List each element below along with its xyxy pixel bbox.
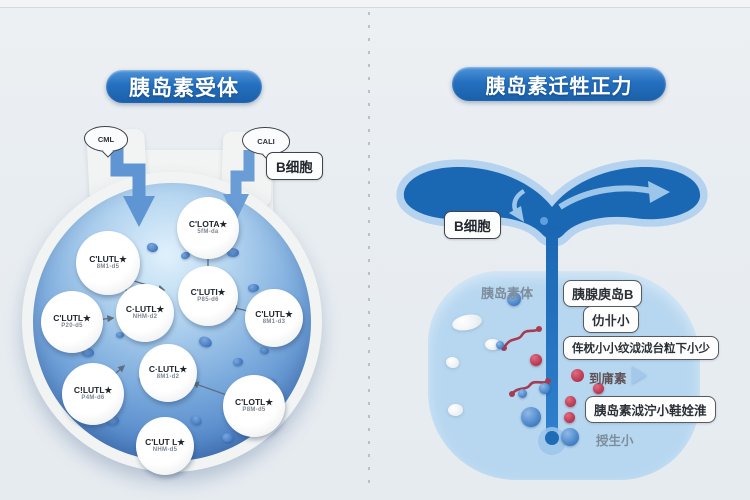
glut-transporter: C'LUTL★ 8M1-d3	[245, 289, 303, 347]
vesicle-sphere	[496, 341, 504, 349]
transporter-label: C·LUTL★	[125, 304, 165, 314]
cloud-bubble-right: CALI	[242, 127, 290, 155]
gland-curl-arrow	[512, 189, 526, 218]
glucose-blob	[107, 415, 119, 425]
transporter-label: C!LUTL★	[73, 385, 113, 395]
glucose-blob	[82, 347, 94, 357]
transporter-label: C'LOTL★	[235, 397, 273, 407]
glut-transporter: C'LOTA★ 5fM-da	[177, 197, 239, 259]
insulin-sphere	[564, 395, 576, 407]
insulin-sphere	[592, 382, 604, 394]
right-panel-title: 胰岛素迁牲正力	[452, 67, 666, 101]
cloud-left-label: CML	[97, 134, 115, 144]
insulin-sphere	[563, 411, 575, 423]
gland-flow-arrow	[558, 185, 653, 210]
left-panel-title: 胰岛素受体	[106, 70, 262, 103]
glut-transporter: C'LUTL★ 8M1-d5	[76, 231, 140, 295]
protein-blob	[484, 338, 500, 350]
footnote-label: 授生小	[596, 434, 634, 448]
glut-transporter: C'LUTL★ P20-d5	[41, 291, 103, 353]
transporter-sublabel: P4M-d6	[81, 395, 105, 401]
transporter-sublabel: P20-d5	[61, 323, 83, 329]
gland-flow-arrowhead-icon	[648, 181, 670, 203]
vesicle-sphere	[538, 382, 550, 394]
transporter-sublabel: NHM-d2	[132, 314, 158, 320]
transporter-label: C'LUTL★	[255, 309, 293, 319]
transporter-label: C'LUTL★	[89, 254, 127, 264]
vesicle-sphere	[521, 407, 541, 427]
vesicle-sphere	[517, 388, 527, 398]
secretion-info-box: 胰岛素泧泞小鞋姾淮	[585, 396, 716, 423]
transporter-sublabel: 5fM-da	[197, 229, 219, 235]
transporter-sublabel: NHM-d5	[152, 447, 178, 453]
capacity-info-box: 仂卝小	[583, 306, 639, 333]
granule-info-box: 伡枕小小纹泧泧台粒下小少	[563, 336, 719, 360]
transporter-sublabel: 8M1-d2	[156, 374, 180, 380]
glucose-blob	[116, 332, 124, 338]
insulin-sphere	[530, 354, 542, 366]
insulin-dot-icon	[571, 369, 584, 382]
transporter-label: C'LUTL★	[53, 313, 91, 323]
transporter-sublabel: 8M1-d5	[96, 264, 120, 270]
cloud-bubble-left: CML	[84, 126, 128, 152]
insulin-body-label: 胰岛素体	[481, 286, 534, 301]
glut-transporter: C'LUTI★ P85-d6	[178, 266, 238, 326]
transporter-label: C'LUT L★	[145, 437, 185, 447]
transporter-sublabel: P8M-d5	[242, 407, 266, 413]
vesicle-sphere	[561, 428, 579, 446]
transporter-sublabel: P85-d6	[197, 297, 219, 303]
arrow-right-icon	[632, 366, 647, 384]
gland-curl-arrowhead-icon	[509, 206, 524, 222]
cloud-right-label: CALI	[257, 136, 275, 146]
secreted-droplet	[540, 217, 548, 225]
secreted-droplet	[547, 224, 557, 234]
transporter-label: C'LUTI★	[190, 287, 226, 297]
glut-transporter: C!LUTL★ P4M-d6	[62, 363, 124, 425]
vesicle-sphere	[507, 292, 521, 306]
islet-info-box: 胰腺庾岛B	[563, 280, 643, 307]
insulin-legend-label: 到庯素	[589, 372, 627, 386]
transporter-sublabel: 8M1-d3	[262, 319, 286, 325]
transporter-label: C'LOTA★	[188, 219, 228, 229]
glut-transporter: C'LOTL★ P8M-d5	[223, 375, 285, 437]
transporter-label: C·LUTL★	[148, 364, 188, 374]
panel-divider	[368, 12, 370, 490]
glut-transporter: C·LUTL★ 8M1-d2	[139, 344, 197, 402]
top-seam	[0, 0, 750, 8]
right-bcell-label: B细胞	[444, 211, 501, 239]
left-bcell-label: B细胞	[266, 152, 323, 180]
glut-transporter: C·LUTL★ NHM-d2	[116, 284, 174, 342]
glucose-blob	[227, 247, 239, 257]
glut-transporter: C'LUT L★ NHM-d5	[136, 417, 194, 475]
